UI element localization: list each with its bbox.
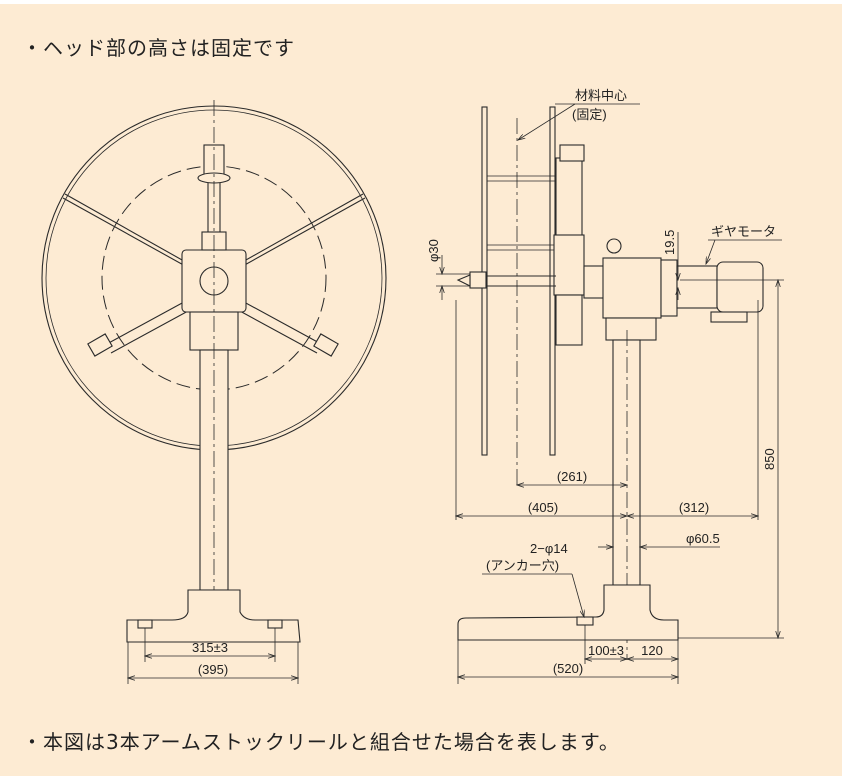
side-view: 材料中心 (固定) ギヤモータ φ30 19.5 850: [426, 88, 784, 684]
gear-head: [583, 238, 678, 341]
label-anchor-holes: 2−φ14: [530, 541, 568, 556]
side-dimensions: 材料中心 (固定) ギヤモータ φ30 19.5 850: [426, 88, 784, 684]
label-material-center-fixed: (固定): [572, 107, 607, 122]
reel-plates: [481, 106, 556, 488]
dim-pole-diameter: φ60.5: [686, 531, 720, 546]
note-head-height-fixed: ・ヘッド部の高さは固定です: [22, 36, 295, 60]
front-dimensions: 315±3 (395): [128, 628, 298, 684]
dim-height: 850: [762, 448, 777, 470]
technical-drawing: 315±3 (395): [41, 88, 784, 684]
dim-anchor-offset: 100±3: [588, 643, 624, 658]
arm-assembly: [456, 144, 585, 346]
dim-base-width: (395): [198, 662, 228, 677]
dim-shaft-diameter: φ30: [426, 239, 441, 262]
front-view: 315±3 (395): [41, 100, 387, 684]
drawing-page: ・ヘッド部の高さは固定です: [0, 4, 842, 776]
dim-offset: 19.5: [662, 230, 677, 255]
front-stand: [126, 100, 301, 643]
dim-left: (405): [528, 500, 558, 515]
dim-base-right: 120: [641, 643, 663, 658]
dim-anchor-pitch: 315±3: [192, 640, 228, 655]
gear-motor: [676, 261, 764, 323]
side-stand: [457, 330, 679, 660]
label-anchor-holes-note: (アンカー穴): [486, 558, 559, 573]
label-material-center: 材料中心: [575, 88, 627, 103]
note-three-arm-reel: ・本図は3本アームストックリールと組合せた場合を表します。: [22, 730, 620, 754]
dim-base-length: (520): [553, 661, 583, 676]
dim-right: (312): [679, 500, 709, 515]
label-gear-motor: ギヤモータ: [711, 224, 776, 239]
dim-reel-center: (261): [557, 469, 587, 484]
